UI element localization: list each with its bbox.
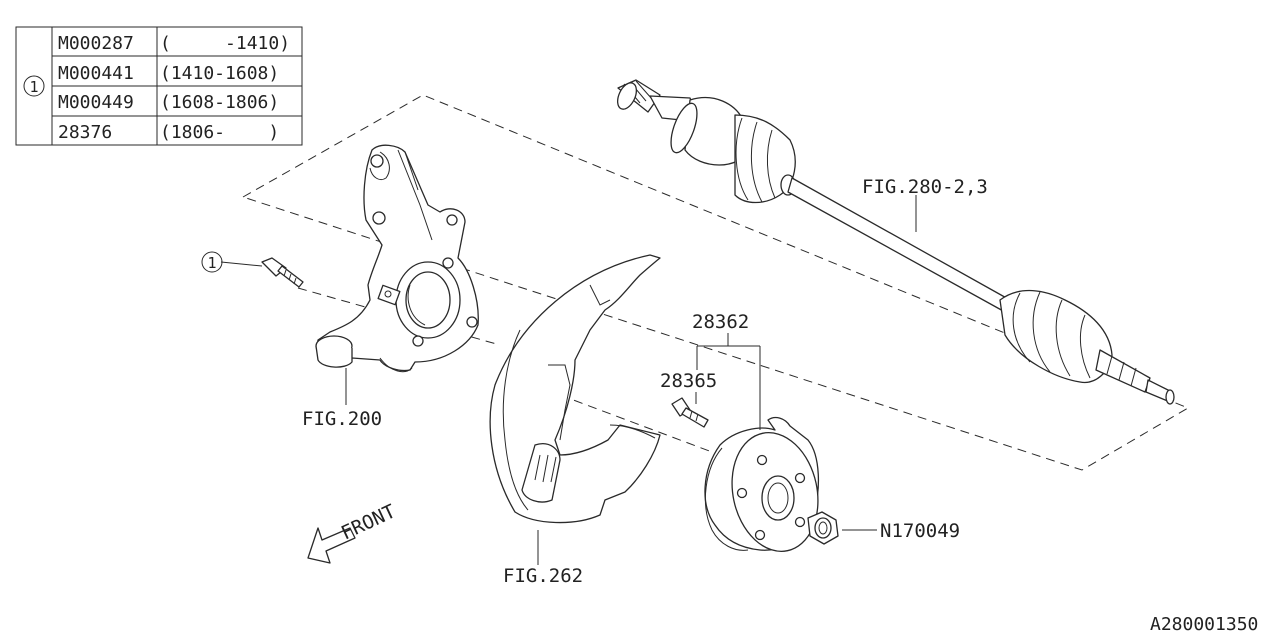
bolt-marker-circle [201, 251, 223, 273]
reference-table: 1 M000287 ( -1410) M000441 (1410-1608) M… [15, 26, 303, 146]
table-part-no-3: M000449 [58, 92, 134, 113]
knuckle-label: FIG.200 [302, 408, 382, 430]
bolt-leader [220, 261, 263, 267]
ref-marker: 1 [29, 78, 38, 96]
ref-marker-circle [23, 75, 45, 97]
dust-shield [489, 254, 661, 524]
table-range-4: (1806- ) [160, 122, 279, 143]
bolt-center-line [297, 287, 501, 346]
shield-label: FIG.262 [503, 565, 583, 587]
drive-axle [616, 79, 1175, 405]
front-arrow-icon [307, 527, 356, 564]
table-range-3: (1608-1806) [160, 92, 279, 113]
front-label: FRONT [338, 500, 399, 544]
bolt-marker: 1 [207, 254, 216, 272]
hub-stud [671, 397, 709, 428]
steering-knuckle [315, 144, 479, 373]
assembly-outline [241, 94, 1190, 471]
table-part-no-1: M000287 [58, 33, 134, 54]
knuckle-bolt [261, 257, 304, 288]
axle-nut [807, 511, 839, 545]
hub-center-line [559, 394, 721, 456]
diagram-id: A280001350 [1150, 614, 1258, 635]
table-part-no-4: 28376 [58, 122, 112, 143]
table-part-no-2: M000441 [58, 63, 134, 84]
hub-assembly [704, 416, 820, 552]
table-range-1: ( -1410) [160, 33, 290, 54]
axle-label: FIG.280-2,3 [862, 176, 988, 198]
table-range-2: (1410-1608) [160, 63, 279, 84]
stud-label: 28365 [660, 370, 717, 392]
nut-label: N170049 [880, 520, 960, 542]
hub-label: 28362 [692, 311, 749, 333]
